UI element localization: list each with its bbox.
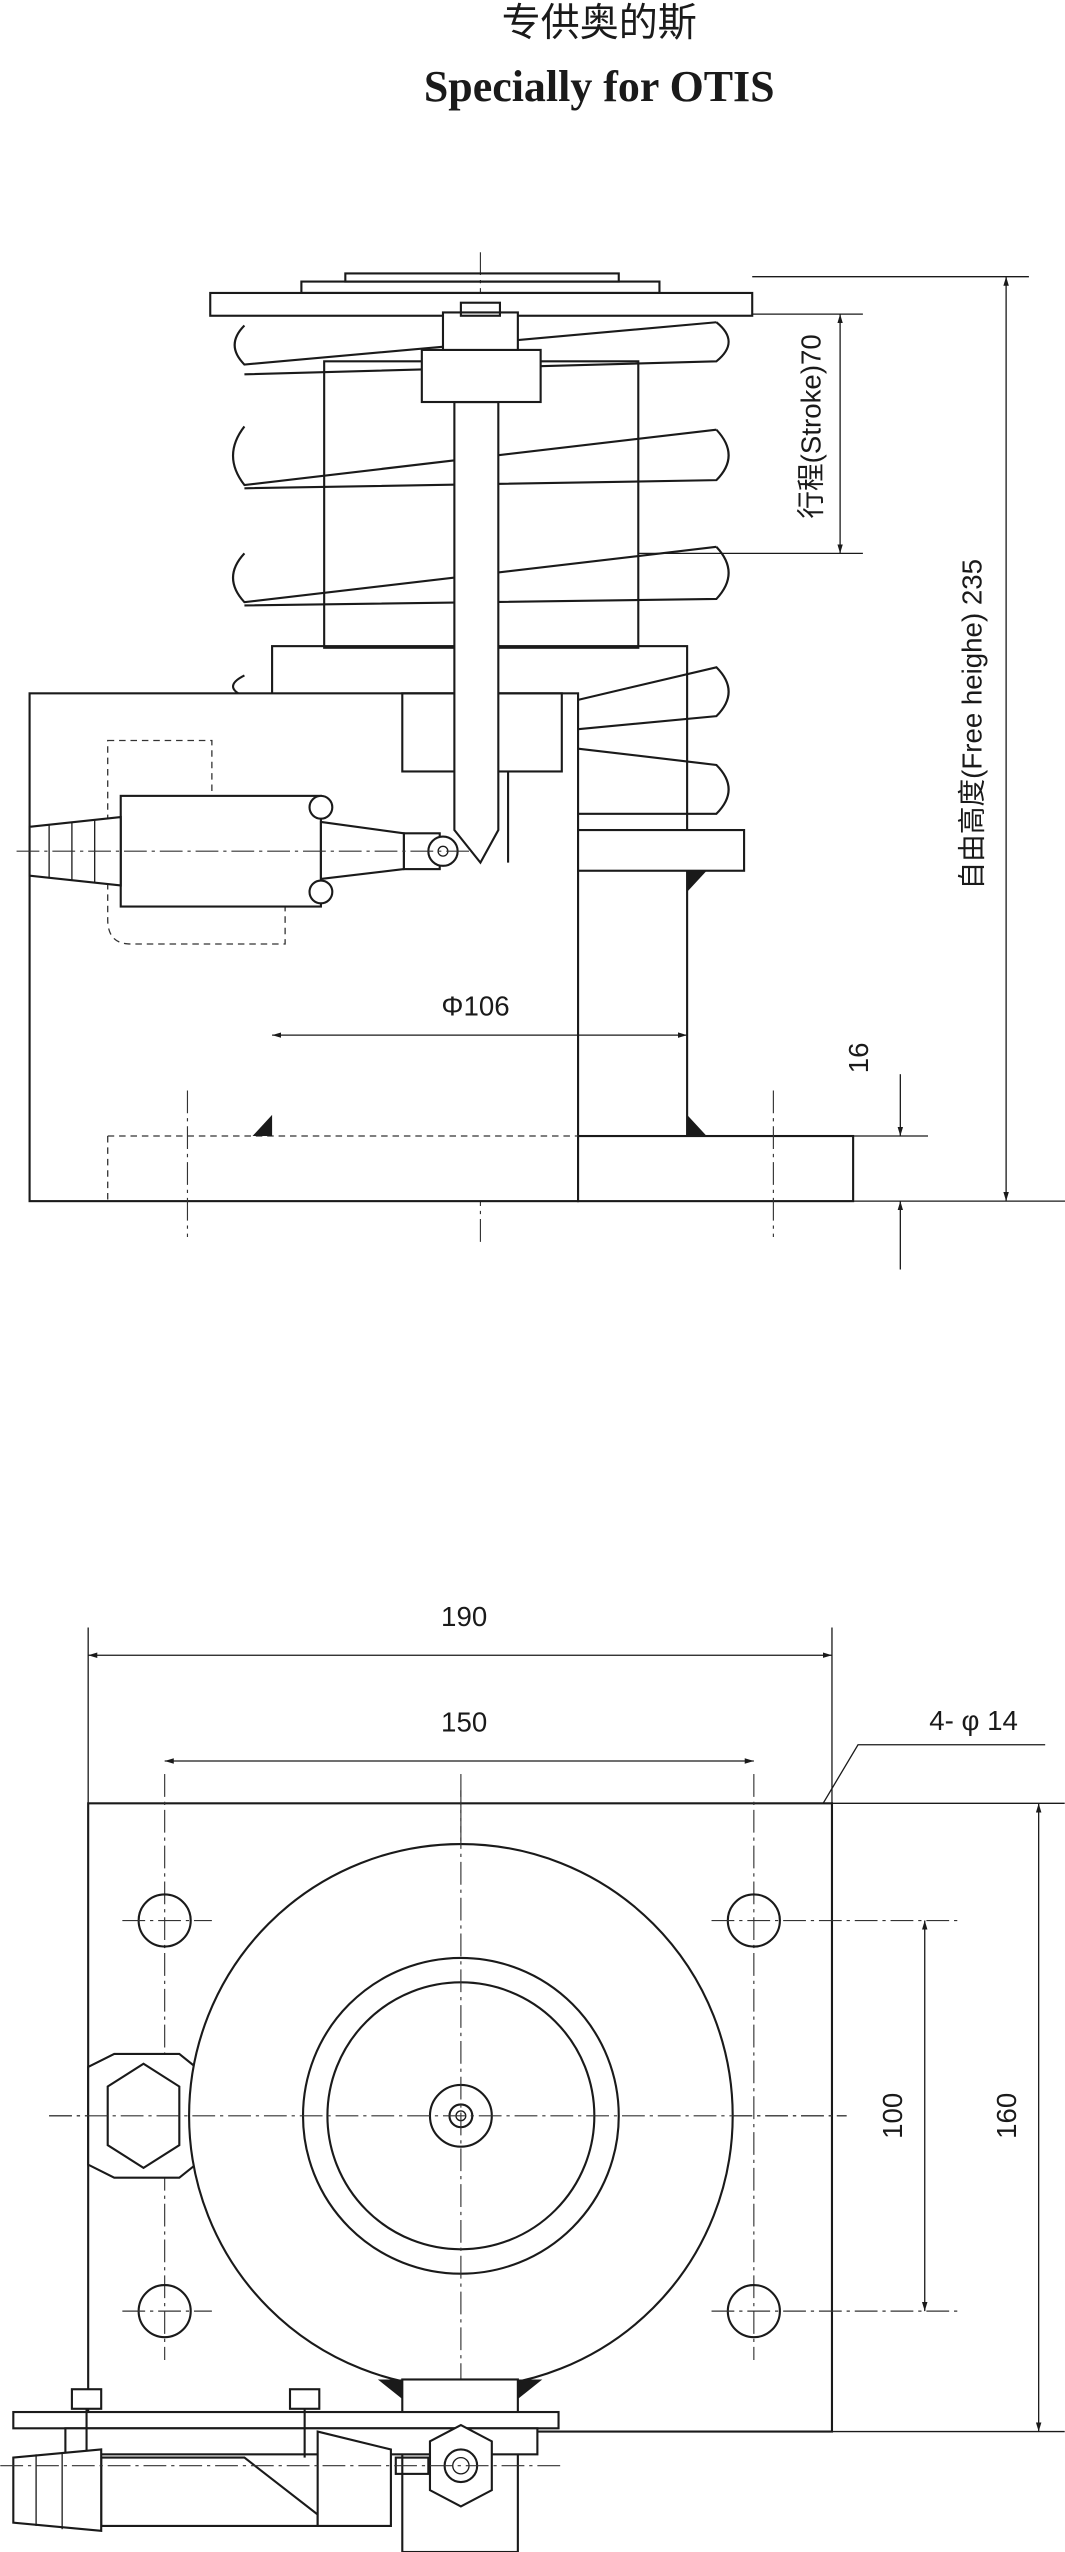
limit-switch xyxy=(16,739,473,945)
hole-spacing-x-label: 150 xyxy=(441,1707,487,1738)
hole-spacing-y-label: 100 xyxy=(877,2093,908,2139)
width-label: 190 xyxy=(441,1601,487,1632)
dimension-stroke: 行程(Stroke)70 xyxy=(638,313,863,555)
switch-assembly-plan xyxy=(0,2378,562,2552)
top-cap xyxy=(344,272,620,283)
plunger-rod xyxy=(453,400,500,865)
front-view: Φ106 16 行程(Stroke)70 自由高度(Free heighe) 2… xyxy=(16,252,1065,1270)
diameter-label: Φ106 xyxy=(441,991,509,1022)
dimension-base-thickness: 16 xyxy=(843,1043,1065,1270)
dimension-diameter: Φ106 xyxy=(272,991,688,1038)
bolt-nut xyxy=(441,311,519,351)
rod-block xyxy=(420,348,542,404)
dimension-free-height: 自由高度(Free heighe) 235 xyxy=(752,276,1029,1202)
title-english: Specially for OTIS xyxy=(424,62,775,111)
depth-label: 160 xyxy=(991,2093,1022,2139)
free-height-label: 自由高度(Free heighe) 235 xyxy=(957,559,988,889)
title-chinese: 专供奥的斯 xyxy=(502,1,697,46)
plan-view: 190 150 4- φ 14 xyxy=(0,1601,1065,2552)
stroke-label: 行程(Stroke)70 xyxy=(796,334,827,518)
retaining-ring xyxy=(577,828,746,872)
base-plate xyxy=(577,1134,855,1203)
holes-label: 4- φ 14 xyxy=(929,1705,1018,1736)
base-thickness-label: 16 xyxy=(843,1043,874,1074)
mounting-holes xyxy=(122,1893,961,2339)
